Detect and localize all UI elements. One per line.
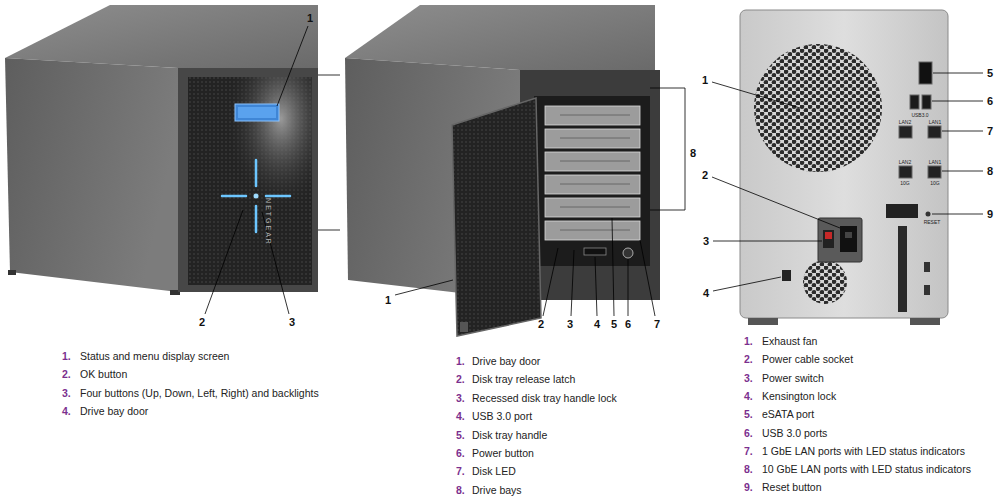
callout-number: 2 <box>538 317 544 331</box>
callout-number: 3 <box>289 315 295 329</box>
callout-number: 9 <box>987 207 993 221</box>
list-number: 4. <box>456 409 465 423</box>
part-name: Drive bays <box>472 483 522 497</box>
part-name: OK button <box>80 367 127 381</box>
port-label: LAN1 <box>929 119 942 125</box>
nas-front-view <box>5 5 340 314</box>
list-number: 7. <box>456 464 465 478</box>
port-label: LAN1 <box>929 159 942 165</box>
port-label: 10G <box>930 180 939 186</box>
callout-number: 2 <box>702 168 708 182</box>
port-label: LAN2 <box>899 119 912 125</box>
brand-logo: NETGEAR <box>264 198 272 246</box>
list-number: 2. <box>456 372 465 386</box>
part-name: Power cable socket <box>762 352 853 366</box>
part-name: Exhaust fan <box>762 334 817 348</box>
port-label: LAN2 <box>899 159 912 165</box>
list-number: 6. <box>456 446 465 460</box>
callout-number: 8 <box>987 164 993 178</box>
part-name: Disk tray handle <box>472 428 547 442</box>
list-number: 9. <box>744 480 753 494</box>
list-number: 1. <box>744 334 753 348</box>
list-number: 4. <box>744 389 753 403</box>
list-number: 1. <box>62 349 71 363</box>
callout-number: 5 <box>611 317 617 331</box>
callout-number: 6 <box>625 317 631 331</box>
list-number: 4. <box>62 404 71 418</box>
list-number: 7. <box>744 444 753 458</box>
callout-number: 4 <box>703 286 709 300</box>
part-name: Recessed disk tray handle lock <box>472 391 617 405</box>
part-name: 10 GbE LAN ports with LED status indicat… <box>762 462 971 476</box>
list-number: 5. <box>456 428 465 442</box>
port-label: 10G <box>900 180 909 186</box>
list-number: 3. <box>744 371 753 385</box>
part-name: 1 GbE LAN ports with LED status indicato… <box>762 444 965 458</box>
list-number: 3. <box>456 391 465 405</box>
list-number: 8. <box>744 462 753 476</box>
list-number: 5. <box>744 407 753 421</box>
list-number: 6. <box>744 426 753 440</box>
list-number: 2. <box>744 352 753 366</box>
callout-number: 1 <box>702 73 708 87</box>
part-name: USB 3.0 ports <box>762 426 827 440</box>
callout-number: 3 <box>703 234 709 248</box>
callout-number: 1 <box>385 293 391 307</box>
callout-number: 7 <box>987 124 993 138</box>
port-label: RESET <box>924 219 941 225</box>
nas-rear-view <box>712 10 983 325</box>
part-name: Power button <box>472 446 534 460</box>
part-name: Drive bay door <box>472 354 540 368</box>
part-name: Power switch <box>762 371 824 385</box>
list-number: 1. <box>456 354 465 368</box>
part-name: Disk tray release latch <box>472 372 575 386</box>
part-name: Reset button <box>762 480 822 494</box>
callout-number: 4 <box>594 317 600 331</box>
port-label: USB3.0 <box>911 112 928 118</box>
callout-number: 2 <box>199 315 205 329</box>
list-number: 2. <box>62 367 71 381</box>
callout-number: 8 <box>690 146 696 160</box>
nas-open-view <box>345 5 685 336</box>
callout-number: 3 <box>567 317 573 331</box>
part-name: Status and menu display screen <box>80 349 229 363</box>
callout-number: 1 <box>307 11 313 25</box>
list-number: 3. <box>62 386 71 400</box>
part-name: Four buttons (Up, Down, Left, Right) and… <box>80 386 319 400</box>
part-name: Disk LED <box>472 464 516 478</box>
part-name: Kensington lock <box>762 389 836 403</box>
callout-number: 7 <box>654 317 660 331</box>
part-name: USB 3.0 port <box>472 409 532 423</box>
part-name: Drive bay door <box>80 404 148 418</box>
list-number: 8. <box>456 483 465 497</box>
callout-number: 6 <box>987 94 993 108</box>
callout-number: 5 <box>987 66 993 80</box>
part-name: eSATA port <box>762 407 814 421</box>
